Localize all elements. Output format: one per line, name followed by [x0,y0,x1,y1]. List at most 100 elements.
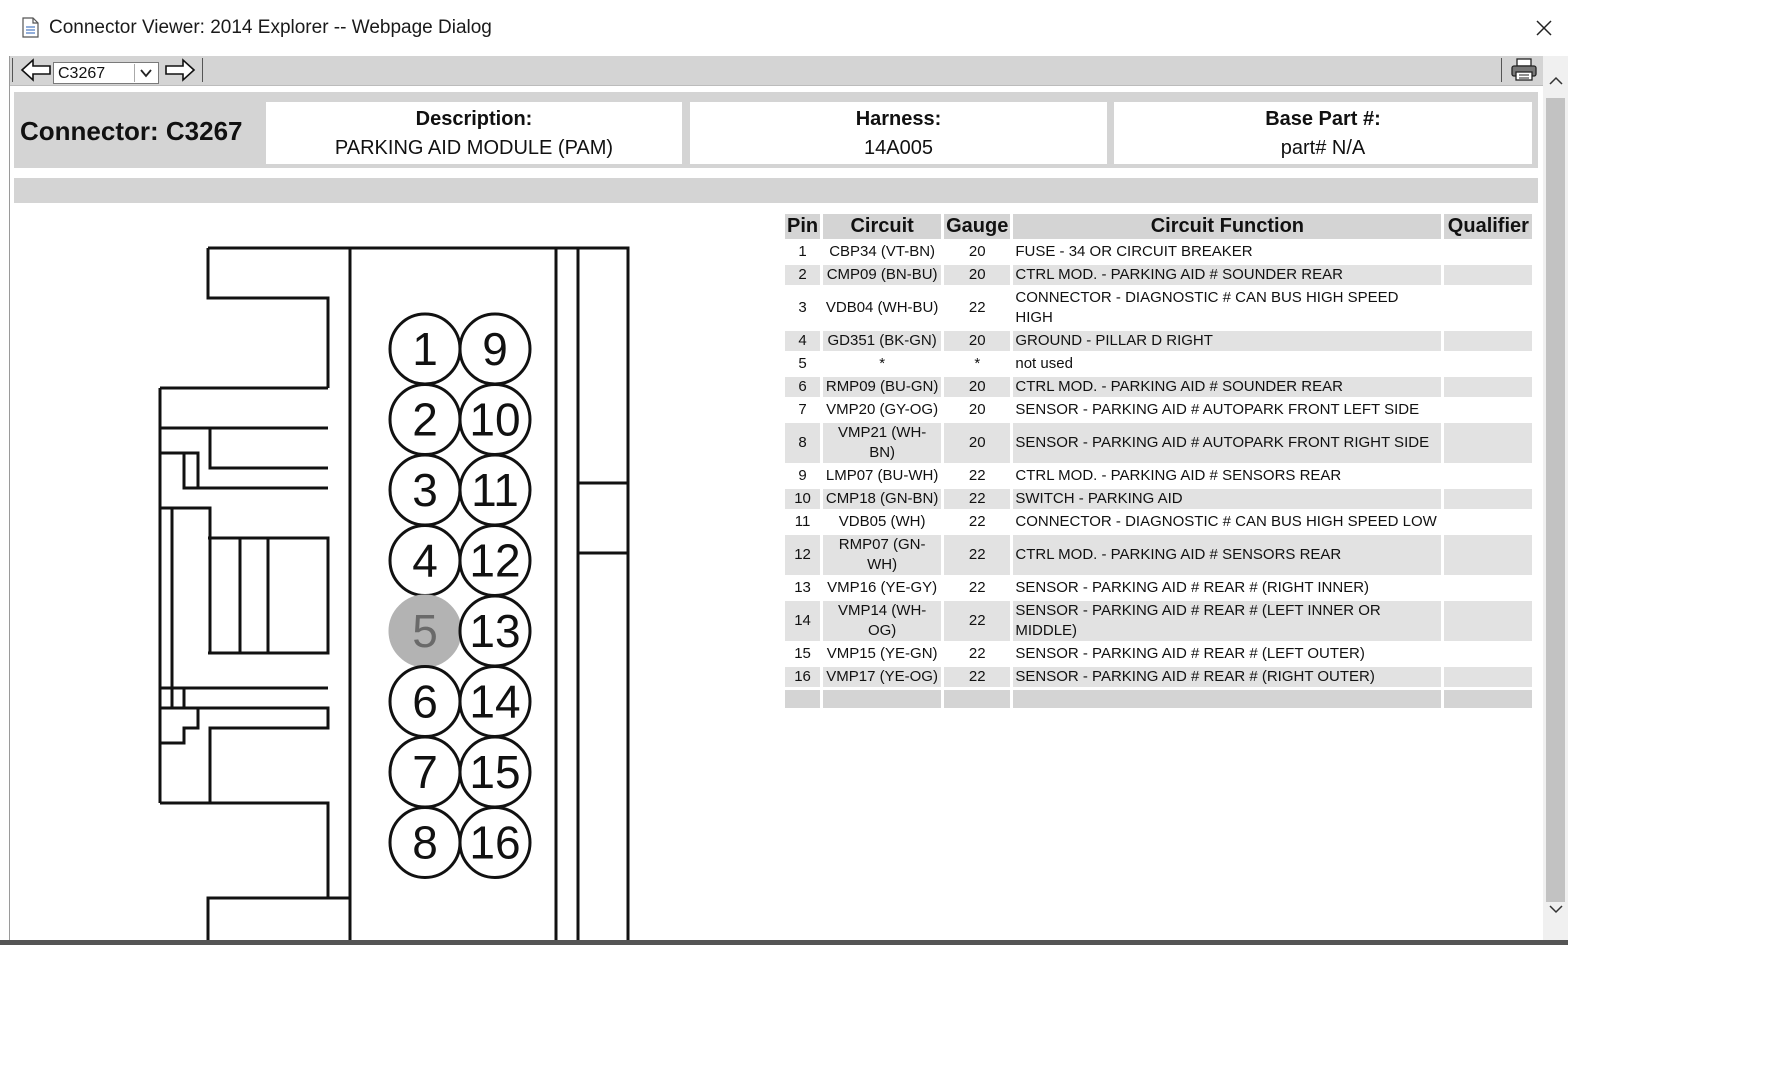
gauge-cell: 20 [944,331,1011,351]
pin-number: 3 [412,464,438,516]
next-connector-button[interactable] [164,57,196,83]
chevron-down-icon [140,69,152,78]
pin-cell: 14 [785,601,821,641]
table-footer-row [785,690,1533,708]
pin-15[interactable]: 15 [458,735,532,809]
pin-cell: 13 [794,579,811,596]
qualifier-cell [1444,265,1533,285]
pin-6[interactable]: 6 [388,665,462,738]
column-header-circuit[interactable]: Circuit [823,214,942,239]
pin-cell: 10 [785,489,821,509]
pin-3[interactable]: 3 [388,453,462,527]
pin-cell: 9 [798,467,807,484]
circuit-cell: RMP07 (GN-WH) [823,535,942,575]
pin-12[interactable]: 12 [458,524,532,597]
pin-2[interactable]: 2 [388,383,462,456]
gauge-cell: 20 [944,423,1011,463]
column-header-pin[interactable]: Pin [785,214,821,239]
pin-7[interactable]: 7 [388,735,462,809]
toolbar-separator [202,58,203,82]
function-cell: SENSOR - PARKING AID # REAR # (RIGHT INN… [1015,579,1370,596]
forward-arrow-icon [165,58,196,82]
column-header-gauge[interactable]: Gauge [944,214,1011,239]
printer-icon [1511,58,1537,81]
qualifier-cell [1444,644,1532,664]
circuit-cell: RMP09 (BU-GN) [823,377,942,397]
pinout-table: Pin Circuit Gauge Circuit Function Quali… [782,211,1535,711]
function-cell: SENSOR - PARKING AID # REAR # (LEFT INNE… [1013,601,1442,641]
pin-5[interactable]: 5 [388,594,462,668]
function-cell: CONNECTOR - DIAGNOSTIC # CAN BUS HIGH SP… [1015,289,1399,326]
function-cell: SENSOR - PARKING AID # AUTOPARK FRONT LE… [1015,401,1420,418]
scroll-up-button[interactable] [1543,66,1568,96]
pin-8[interactable]: 8 [388,806,462,879]
pin-cell: 2 [785,265,821,285]
qualifier-cell [1444,667,1533,687]
circuit-cell: * [879,355,886,372]
print-button[interactable] [1508,56,1540,84]
circuit-cell: VMP20 (GY-OG) [826,401,939,418]
previous-connector-button[interactable] [20,57,52,83]
basepart-value: part# N/A [1280,137,1366,159]
connector-select-value: C3267 [58,65,106,82]
pin-9[interactable]: 9 [458,312,532,386]
pin-1[interactable]: 1 [388,312,462,386]
scroll-down-button[interactable] [1543,894,1568,924]
toolbar-separator [1501,58,1502,82]
pin-number: 13 [469,605,520,657]
harness-title: Harness: [855,108,942,130]
scroll-up-icon [1548,76,1563,85]
vertical-scrollbar[interactable] [1543,56,1568,940]
pin-16[interactable]: 16 [458,806,532,879]
pin-13[interactable]: 13 [458,594,532,668]
qualifier-cell [1444,578,1532,598]
pin-14[interactable]: 14 [458,665,532,738]
pin-number: 9 [482,323,508,375]
gauge-cell: 22 [944,601,1011,641]
column-header-circuit-function[interactable]: Circuit Function [1013,214,1442,239]
gauge-cell: 20 [944,377,1011,397]
function-cell: CONNECTOR - DIAGNOSTIC # CAN BUS HIGH SP… [1015,513,1437,530]
qualifier-cell [1444,400,1532,420]
column-header-qualifier[interactable]: Qualifier [1444,214,1533,239]
pin-number: 12 [469,535,520,587]
pin-number: 14 [469,676,520,728]
pin-cell: 4 [785,331,821,351]
pin-11[interactable]: 11 [458,453,532,527]
description-box: Description: PARKING AID MODULE (PAM) [266,102,682,164]
gauge-cell: 20 [968,401,986,418]
pin-number: 16 [469,817,520,869]
close-button[interactable] [1526,10,1562,46]
dropdown-arrow[interactable] [134,64,157,82]
pin-10[interactable]: 10 [458,383,532,456]
qualifier-cell [1444,242,1532,262]
window-bottom-edge [0,940,1568,945]
pin-number: 11 [471,464,519,516]
gauge-cell: 22 [944,667,1011,687]
pin-number: 7 [412,746,438,798]
pin-cell: 3 [798,299,807,316]
description-value: PARKING AID MODULE (PAM) [334,137,614,159]
circuit-cell: VMP17 (YE-OG) [823,667,942,687]
circuit-cell: CBP34 (VT-BN) [829,243,936,260]
pin-cell: 8 [785,423,821,463]
connector-select[interactable]: C3267 [53,62,159,84]
gauge-cell: 22 [968,579,986,596]
scrollbar-thumb[interactable] [1546,98,1565,902]
pin-number: 8 [412,817,438,869]
pin-cell: 1 [798,243,807,260]
pin-4[interactable]: 4 [388,524,462,597]
pin-cell: 6 [785,377,821,397]
dialog-content: C3267 Connector: C3267 [10,56,1543,940]
document-icon [22,17,39,38]
gauge-cell: 22 [968,467,986,484]
